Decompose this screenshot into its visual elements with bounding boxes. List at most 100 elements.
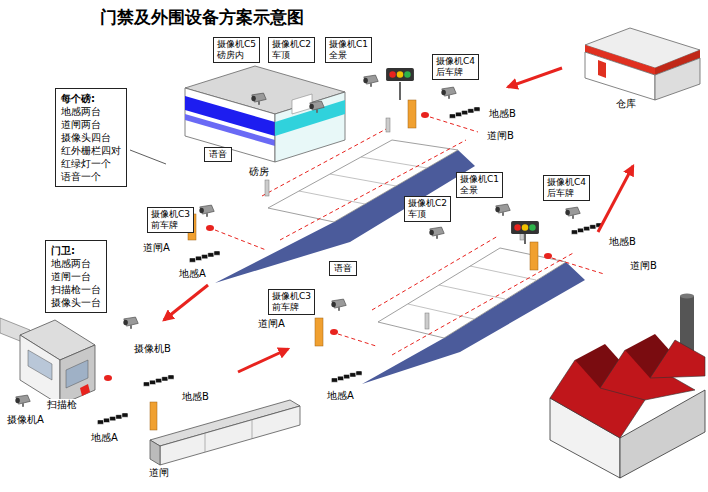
polygon-shape [28,350,52,380]
polygon-shape [80,384,90,396]
use-shape [441,87,456,99]
use-shape [565,207,580,219]
camera-label-box: 摄像机C1 全景 [456,172,503,198]
ellipse-shape [206,225,214,231]
use-shape [123,317,138,329]
polygon-shape [160,406,300,465]
line-shape [470,266,536,280]
gate-house [0,318,300,465]
line-shape [598,166,633,232]
polygon-shape [185,114,275,146]
line-shape [372,236,498,310]
device-label: 地感B [181,391,210,403]
polygon-shape [275,100,345,136]
device-label: 地感B [488,108,517,120]
camera-label-box: 摄像机C3 前车牌 [268,289,315,315]
line-shape [280,140,466,240]
polygon-shape [60,345,95,405]
ellipse-shape [421,112,429,118]
line-shape [262,128,388,196]
use-shape [449,107,480,118]
polygon-shape [185,88,275,162]
camera-label-box: 摄像机C4 后车牌 [432,54,479,80]
use-shape [199,205,214,217]
box-text: 摄像机C2 车顶 [272,39,311,61]
device-label: 扫描枪 [46,399,78,411]
box-text: 摄像机C2 车顶 [408,198,447,220]
camera-label-box: 摄像机C2 车顶 [404,196,451,222]
camera-label-box: 摄像机C4 后车牌 [543,175,590,201]
box-text: 摄像机C3 前车牌 [272,291,311,313]
polygon-shape [150,440,160,465]
traffic-lights [386,68,539,244]
flow-arrows [164,68,633,372]
device-label: 道闸A [142,242,171,254]
device-label: 道闸 [148,467,170,479]
line-shape [338,334,376,346]
weighbridge-lower [338,226,604,384]
line-shape [330,174,396,186]
use-shape [143,375,174,386]
spec-note-box: 每个磅:地感两台 道闸两台 摄像头四台 红外栅栏四对 红绿灯一个 语音一个 [55,88,127,187]
box-text: 语音 [209,149,227,160]
polygon-shape [66,360,88,388]
camera-label-box: 摄像机C5 磅房内 [213,37,260,63]
line-shape [439,285,505,299]
device-label: 仓库 [615,98,637,110]
device-label: 地感A [178,268,207,280]
use-shape [511,221,539,234]
use-shape [251,93,266,105]
use-shape [15,395,30,407]
cameras [15,75,580,407]
weigh-house [185,66,345,162]
box-text: 每个磅: [61,92,121,105]
line-shape [552,258,604,274]
polygon-shape [268,140,458,222]
weighbridge-upper [215,117,478,283]
line-shape [392,252,575,355]
rect-shape [530,242,538,270]
barriers [104,100,552,430]
polygon-shape [650,340,705,378]
device-label: 道闸B [486,130,515,142]
use-shape [495,204,510,216]
rect-shape [150,402,157,430]
line-shape [430,117,478,132]
device-label: 摄像机A [6,414,45,426]
device-label: 地感A [90,432,119,444]
voice-box: 语音 [204,147,232,162]
factory [550,294,705,479]
box-text: 摄像机C4 后车牌 [547,177,586,199]
polygon-shape [585,52,655,100]
use-shape [331,299,346,311]
use-shape [309,101,324,113]
line-shape [408,304,474,319]
rect-shape [399,82,401,100]
rect-shape [315,318,323,346]
diagram-title: 门禁及外围设备方案示意图 [100,6,304,29]
use-shape [363,75,378,87]
polygon-shape [292,94,312,114]
spec-note-box: 门卫:地感两台 道闸一台 扫描枪一台 摄像头一台 [45,240,107,313]
rect-shape [408,100,416,128]
box-text: 门卫: [51,244,101,257]
device-label: 磅房 [248,166,270,178]
ellipse-shape [544,253,552,259]
camera-label-box: 摄像机C2 车顶 [268,37,315,63]
box-text: 摄像机C1 全景 [329,39,368,61]
device-label: 道闸B [629,260,658,272]
box-text: 摄像机C3 前车牌 [151,209,190,231]
rect-shape [386,118,390,132]
polygon-shape [598,60,606,78]
use-shape [189,251,220,262]
polygon-shape [275,92,345,162]
line-shape [299,191,365,204]
line-shape [238,349,288,372]
use-shape [386,68,414,81]
camera-label-box: 摄像机C3 前车牌 [147,207,194,233]
box-text: 摄像机C1 全景 [460,174,499,196]
device-label: 地感B [608,236,637,248]
box-text: 摄像机C4 后车牌 [436,56,475,78]
device-label: 摄像机B [133,343,172,355]
line-shape [164,285,208,320]
